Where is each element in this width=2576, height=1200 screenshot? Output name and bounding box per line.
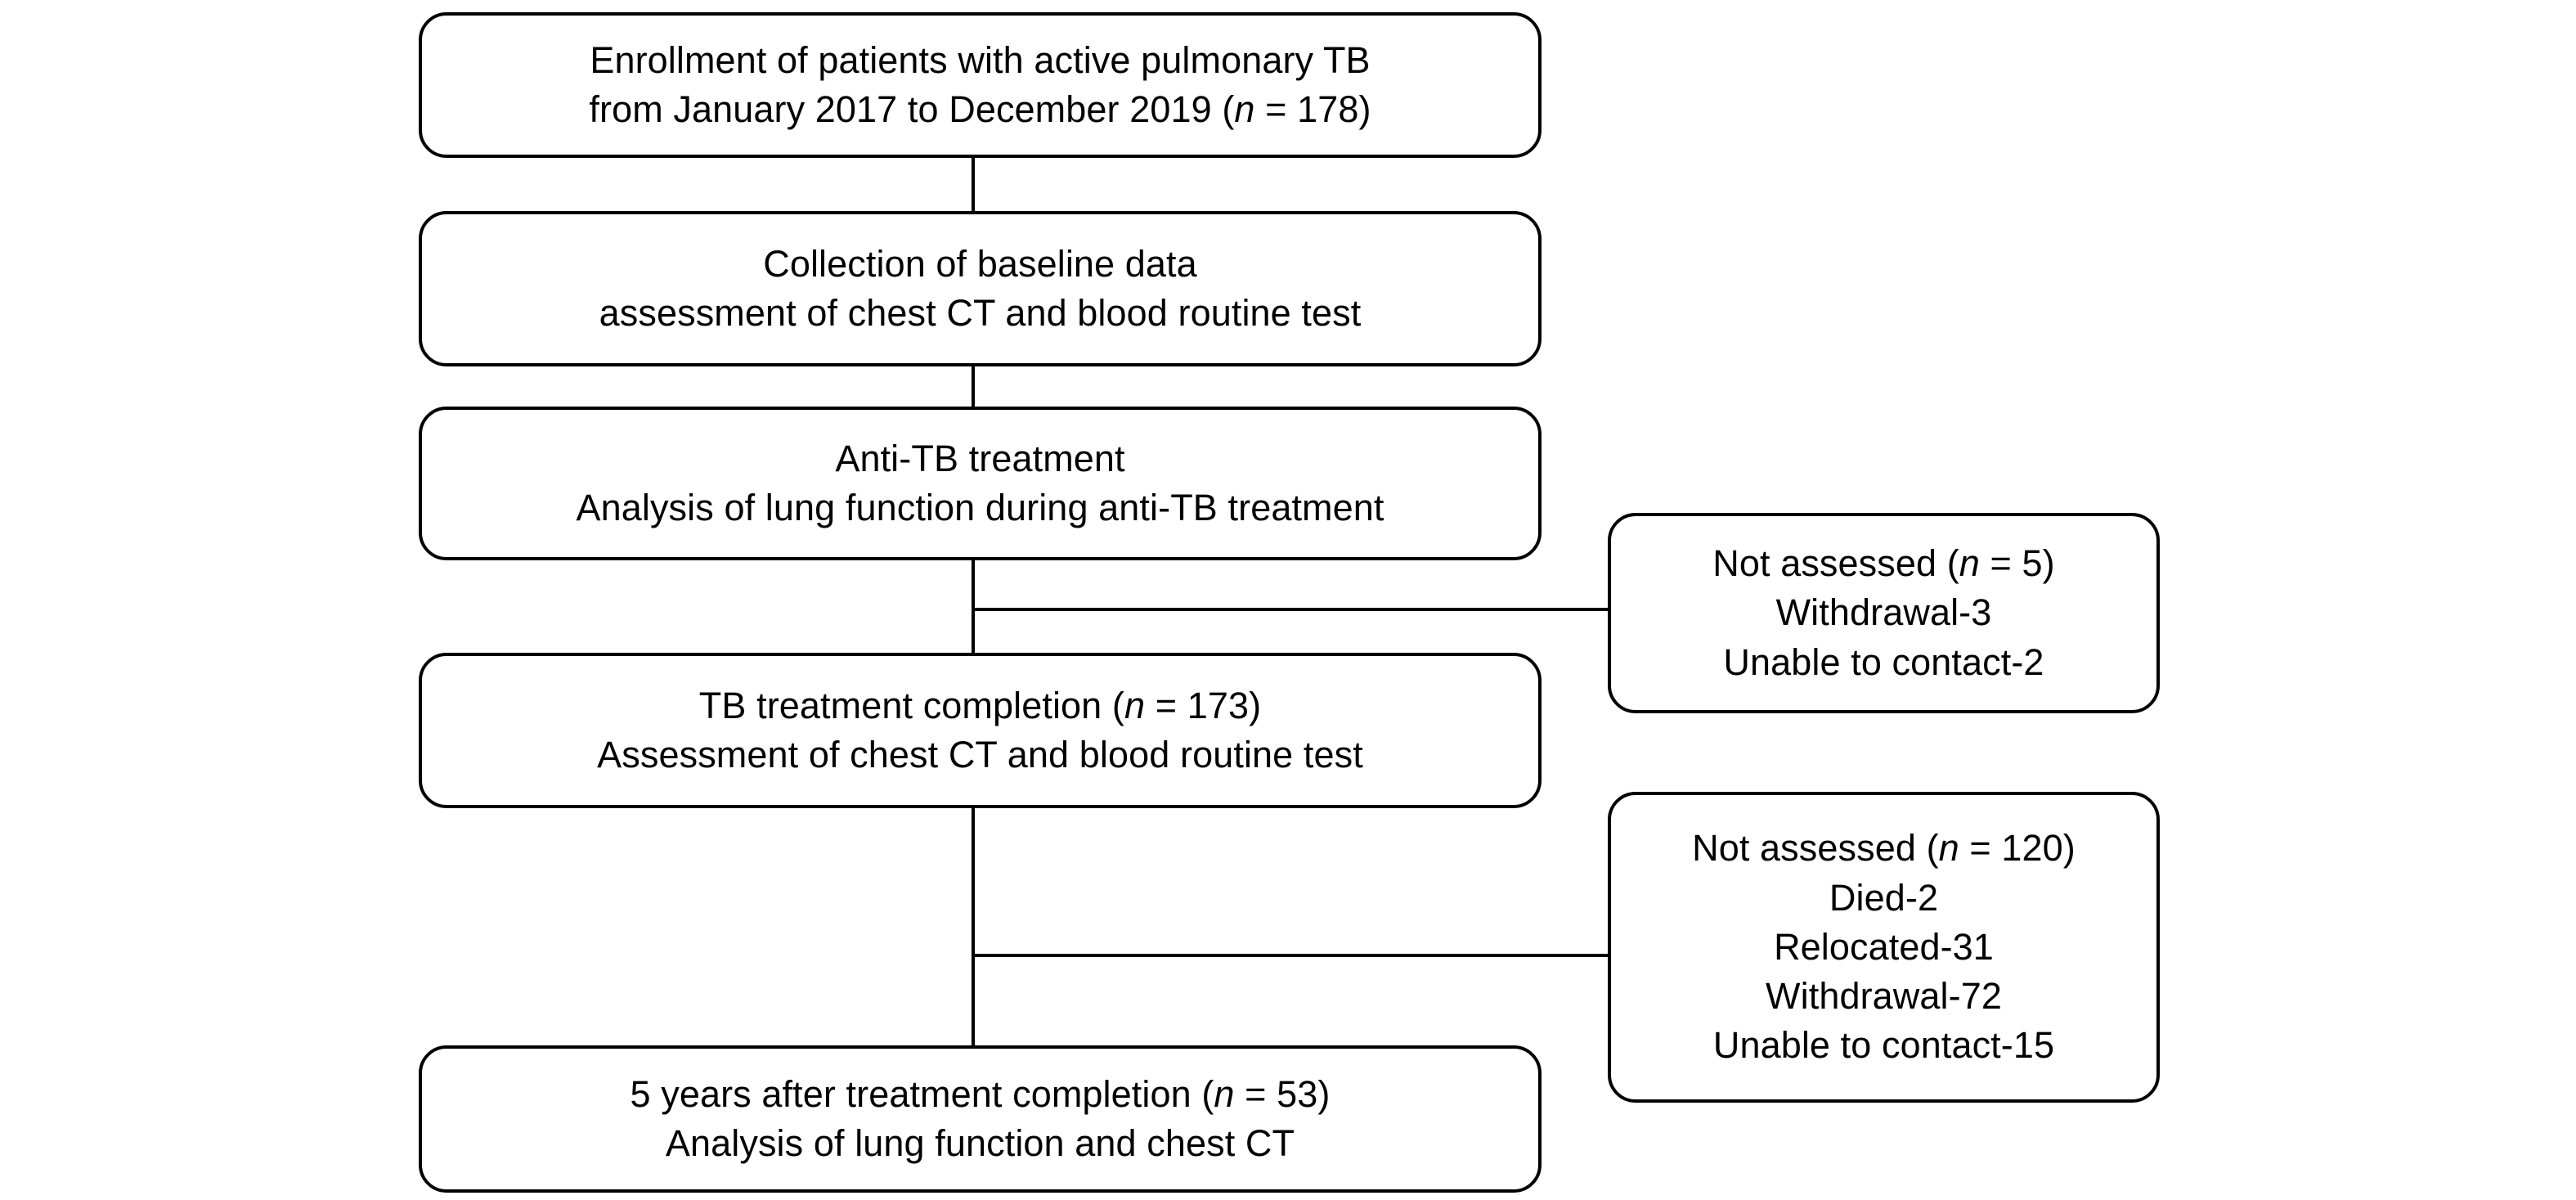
node-tb-treatment-completion: TB treatment completion (n = 173) Assess…: [419, 653, 1542, 808]
node-fiveyear-line1-post: = 53): [1234, 1072, 1331, 1115]
node-excluded2-line2: Died-2: [1829, 876, 1939, 919]
node-baseline-collection: Collection of baseline data assessment o…: [419, 211, 1542, 366]
node-completion-line1-italic: n: [1124, 684, 1146, 726]
node-excluded1-line2: Withdrawal-3: [1775, 591, 1992, 634]
node-antitb-line2: Analysis of lung function during anti-TB…: [576, 487, 1384, 528]
node-excluded-after-completion: Not assessed (n = 120) Died-2 Relocated-…: [1608, 792, 2160, 1103]
node-excluded2-line3: Relocated-31: [1774, 925, 1994, 968]
node-excluded2-line5: Unable to contact-15: [1712, 1024, 2055, 1067]
node-enrollment-line2-pre: from January 2017 to December 2019 (: [589, 88, 1235, 130]
node-baseline-line1: Collection of baseline data: [763, 242, 1197, 285]
node-enrollment: Enrollment of patients with active pulmo…: [419, 12, 1542, 158]
node-enrollment-line2: from January 2017 to December 2019 (n = …: [589, 85, 1371, 134]
node-fiveyear-line2: Analysis of lung function and chest CT: [665, 1122, 1295, 1164]
node-excluded1-line3: Unable to contact-2: [1723, 640, 2044, 683]
node-excluded2-line1-post: = 120): [1959, 827, 2076, 870]
node-enrollment-line1: Enrollment of patients with active pulmo…: [590, 38, 1371, 81]
node-excluded1-line1-italic: n: [1959, 542, 1980, 585]
node-excluded2-line4: Withdrawal-72: [1766, 975, 2002, 1018]
node-fiveyear-line1-pre: 5 years after treatment completion (: [630, 1072, 1214, 1115]
node-completion-line2: Assessment of chest CT and blood routine…: [597, 734, 1363, 775]
node-excluded2-line1-pre: Not assessed (: [1692, 827, 1939, 870]
node-excluded1-line1-post: = 5): [1979, 542, 2055, 585]
node-antitb-line1: Anti-TB treatment: [835, 437, 1125, 479]
node-completion-line1-pre: TB treatment completion (: [698, 684, 1124, 726]
node-five-years-after-completion: 5 years after treatment completion (n = …: [419, 1045, 1542, 1193]
node-excluded2-line1-italic: n: [1938, 827, 1959, 870]
node-completion-line1: TB treatment completion (n = 173): [699, 681, 1261, 730]
node-excluded-after-antitb: Not assessed (n = 5) Withdrawal-3 Unable…: [1608, 513, 2160, 713]
node-completion-line1-post: = 173): [1145, 684, 1262, 726]
node-enrollment-line2-italic: n: [1234, 88, 1255, 130]
node-fiveyear-line1-italic: n: [1214, 1072, 1235, 1115]
node-excluded1-line1-pre: Not assessed (: [1712, 542, 1959, 585]
node-enrollment-line2-post: = 178): [1254, 88, 1371, 130]
node-fiveyear-line1: 5 years after treatment completion (n = …: [631, 1070, 1331, 1119]
node-excluded1-line1: Not assessed (n = 5): [1712, 539, 2054, 588]
node-antitb-treatment: Anti-TB treatment Analysis of lung funct…: [419, 407, 1542, 560]
node-baseline-line2: assessment of chest CT and blood routine…: [599, 292, 1362, 334]
node-excluded2-line1: Not assessed (n = 120): [1692, 824, 2076, 873]
